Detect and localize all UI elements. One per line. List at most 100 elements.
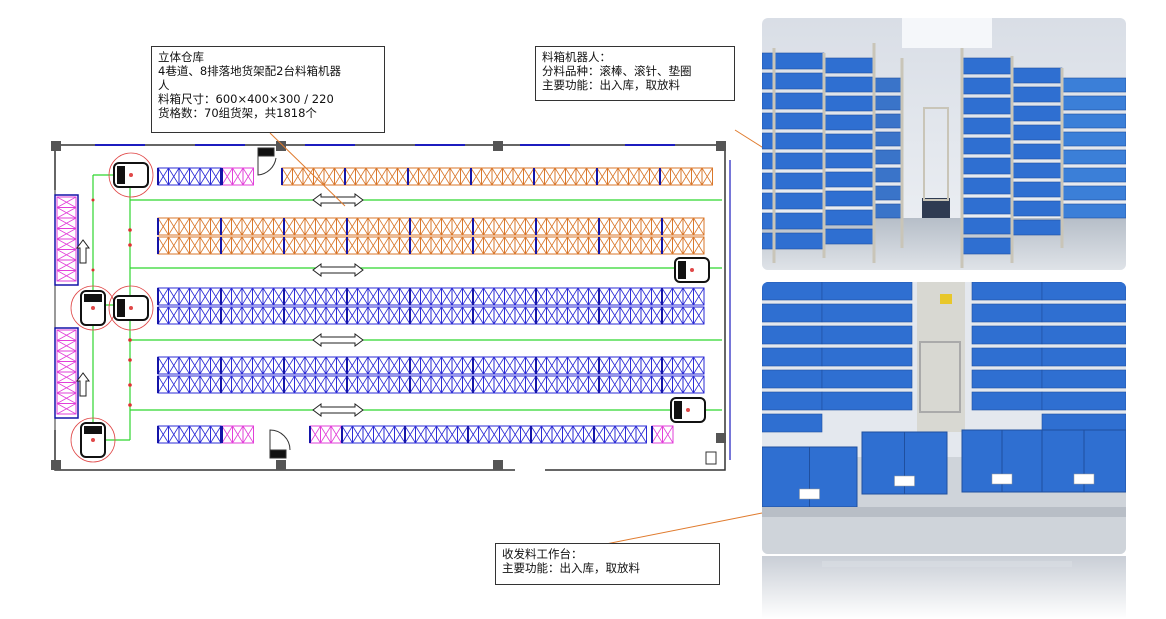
rack-cell-orange — [693, 236, 705, 255]
rack-cell-orange — [596, 167, 608, 186]
warehouse-callout-line3: 人 — [158, 78, 170, 92]
rack-cell-orange — [386, 167, 398, 186]
rack-cell-orange — [462, 236, 474, 255]
rack-cell-blue — [273, 306, 285, 325]
rack-cell-blue — [189, 425, 201, 444]
rack-cell-blue — [483, 356, 495, 375]
rack-cell-blue — [388, 287, 400, 306]
rack-cell-orange — [535, 217, 547, 236]
rack-cell-blue — [304, 356, 316, 375]
side-rack-cell — [56, 196, 77, 208]
side-rack-cell — [56, 207, 77, 219]
rack-cell-orange — [262, 217, 274, 236]
warehouse-callout-line1: 立体仓库 — [158, 50, 204, 64]
rack-cell-blue — [462, 306, 474, 325]
rack-cell-blue — [157, 167, 169, 186]
rack-cell-blue — [672, 356, 684, 375]
rack-cell-blue — [682, 375, 694, 394]
rack-cell-orange — [336, 236, 348, 255]
rack-cell-blue — [493, 356, 505, 375]
rack-cell-blue — [572, 425, 584, 444]
rack-cell-blue — [588, 287, 600, 306]
rack-cell-blue — [661, 306, 673, 325]
rack-cell-blue — [588, 375, 600, 394]
rack-cell-magenta — [232, 425, 244, 444]
rack-cell-magenta — [242, 425, 254, 444]
rack-cell-blue — [420, 306, 432, 325]
rack-cell-orange — [460, 167, 472, 186]
rack-cell-blue — [346, 375, 358, 394]
rack-cell-blue — [625, 425, 637, 444]
rack-cell-orange — [588, 236, 600, 255]
rack-cell-orange — [609, 236, 621, 255]
rack-cell-blue — [373, 425, 385, 444]
side-rack-cell — [56, 350, 77, 362]
rack-cell-blue — [336, 287, 348, 306]
rack-cell-blue — [383, 425, 395, 444]
rack-cell-blue — [598, 375, 610, 394]
arrow-up-icon — [76, 372, 90, 397]
rack-cell-orange — [672, 236, 684, 255]
robot-paths — [92, 174, 722, 441]
rack-cell-blue — [609, 375, 621, 394]
rack-cell-orange — [649, 167, 661, 186]
rack-cell-orange — [168, 236, 180, 255]
rack-cell-orange — [357, 236, 369, 255]
rack-cell-blue — [462, 375, 474, 394]
rack-cell-blue — [525, 356, 537, 375]
rack-cell-blue — [252, 356, 264, 375]
arrow-up-icon — [76, 239, 90, 264]
rack-cell-blue — [394, 425, 406, 444]
rack-cell-orange — [273, 217, 285, 236]
rack-cell-orange — [210, 217, 222, 236]
side-rack-cell — [56, 249, 77, 261]
rack-cell-blue — [609, 306, 621, 325]
rack-cell-orange — [252, 236, 264, 255]
rack-cell-blue — [378, 375, 390, 394]
rack-cell-blue — [430, 356, 442, 375]
rack-cell-blue — [567, 306, 579, 325]
rack-cell-orange — [640, 236, 652, 255]
rack-cell-blue — [630, 375, 642, 394]
rack-cell-blue — [483, 287, 495, 306]
workstation-callout-line1: 收发料工作台： — [502, 547, 583, 561]
rack-cell-blue — [409, 356, 421, 375]
rack-cell-orange — [628, 167, 640, 186]
rack-cell-orange — [304, 236, 316, 255]
rack-cell-orange — [325, 236, 337, 255]
rack-cell-orange — [533, 167, 545, 186]
rack-cell-blue — [420, 375, 432, 394]
rack-cell-blue — [168, 287, 180, 306]
rack-cell-blue — [357, 287, 369, 306]
rack-cell-magenta — [221, 167, 233, 186]
rack-cell-orange — [344, 167, 356, 186]
rack-cell-blue — [157, 306, 169, 325]
warehouse-callout-line2: 4巷道、8排落地货架配2台料箱机器 — [158, 64, 341, 78]
tote-bin — [1041, 429, 1126, 493]
rack-cell-blue — [546, 375, 558, 394]
rack-cell-orange — [189, 236, 201, 255]
rack-cell-blue — [283, 287, 295, 306]
rack-cell-blue — [436, 425, 448, 444]
rack-cell-orange — [472, 236, 484, 255]
robot-icon — [670, 397, 706, 423]
rack-cell-blue — [556, 287, 568, 306]
rack-cell-blue — [446, 425, 458, 444]
rack-cell-blue — [325, 306, 337, 325]
rack-cell-blue — [178, 356, 190, 375]
rack-cell-magenta — [662, 425, 674, 444]
rack-cell-blue — [472, 375, 484, 394]
arrow-left-right-icon — [312, 333, 364, 347]
rack-cell-blue — [535, 375, 547, 394]
rack-cell-orange — [701, 167, 713, 186]
rack-cell-blue — [273, 375, 285, 394]
rack-cell-blue — [420, 287, 432, 306]
rack-cell-blue — [210, 287, 222, 306]
rack-cell-orange — [535, 236, 547, 255]
rack-cell-blue — [220, 287, 232, 306]
rack-cell-blue — [168, 356, 180, 375]
rack-cell-orange — [525, 217, 537, 236]
robot-icon — [108, 152, 154, 198]
tote-bin — [861, 431, 948, 495]
rack-cell-blue — [199, 356, 211, 375]
